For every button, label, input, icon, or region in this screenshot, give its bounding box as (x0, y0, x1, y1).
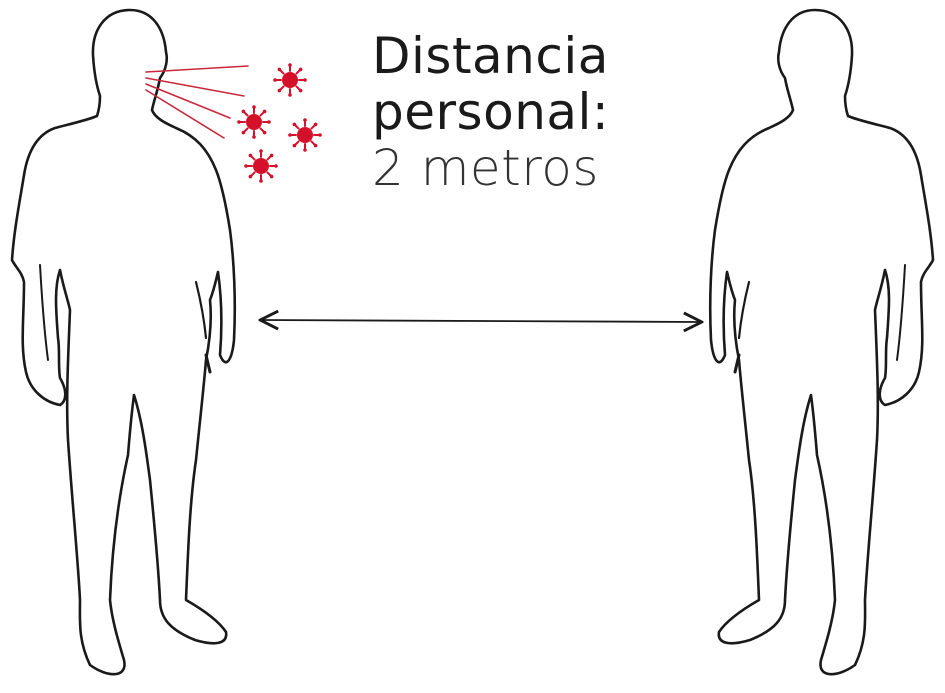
virus-particle-icon (244, 149, 278, 183)
distance-caption: Distancia personal: 2 metros (372, 28, 672, 196)
caption-line-2: personal: (372, 84, 672, 140)
person-right-icon (710, 10, 933, 674)
virus-particle-icon (273, 63, 307, 97)
virus-particle-icon (288, 118, 322, 152)
distance-arrow-icon (262, 320, 700, 322)
virus-particle-icon (237, 105, 271, 139)
virus-particles (237, 63, 322, 183)
person-left-icon (12, 10, 235, 674)
caption-line-3: 2 metros (372, 140, 672, 196)
caption-line-1: Distancia (372, 28, 672, 84)
